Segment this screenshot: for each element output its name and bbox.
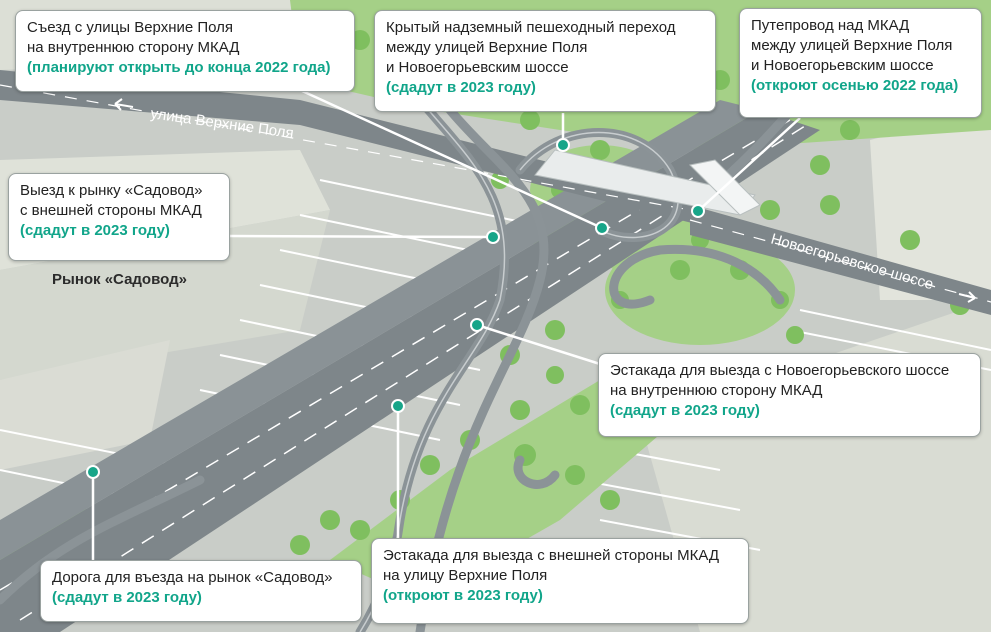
callout-status: (откроют в 2023 году)	[383, 587, 543, 604]
callout-novoegor-flyover: Эстакада для выезда с Новоегорьевского ш…	[598, 353, 981, 437]
callout-verkhnie-exit: Съезд с улицы Верхние Поля на внутреннюю…	[15, 10, 355, 92]
callout-status: (сдадут в 2023 году)	[20, 222, 170, 239]
callout-title-line: Путепровод над МКАД	[751, 17, 910, 34]
markers	[86, 138, 705, 479]
building-east	[870, 110, 991, 300]
callout-status: (откроют осенью 2022 года)	[751, 77, 959, 94]
leader-lines	[91, 88, 801, 560]
callout-title-line: Выезд к рынку «Садовод»	[20, 182, 203, 199]
callout-sadovod-road: Дорога для въезда на рынок «Садовод» (сд…	[40, 560, 362, 622]
teal-circle-marker	[391, 399, 405, 413]
arrow-icon	[114, 98, 134, 111]
callout-status: (сдадут в 2023 году)	[610, 402, 760, 419]
callout-title-line: Эстакада для выезда с внешней стороны МК…	[383, 547, 720, 564]
callout-title-line: Съезд с улицы Верхние Поля	[27, 19, 234, 36]
callout-title-line: и Новоегорьевским шоссе	[751, 57, 934, 74]
callout-status: (сдадут в 2023 году)	[52, 589, 202, 606]
callout-pedestrian-crossing: Крытый надземный пешеходный переход межд…	[374, 10, 716, 112]
callout-title-line: на внутреннюю сторону МКАД	[610, 382, 823, 399]
callout-title-line: Дорога для въезда на рынок «Садовод»	[52, 569, 333, 586]
callout-outer-flyover: Эстакада для выезда с внешней стороны МК…	[371, 538, 749, 624]
callout-title-line: Эстакада для выезда с Новоегорьевского ш…	[610, 362, 950, 379]
callout-title-line: на улицу Верхние Поля	[383, 567, 548, 584]
teal-circle-marker	[86, 465, 100, 479]
callout-status: (сдадут в 2023 году)	[386, 79, 536, 96]
teal-circle-marker	[486, 230, 500, 244]
callout-title-line: на внутреннюю сторону МКАД	[27, 39, 240, 56]
arrow-icon	[958, 291, 976, 303]
teal-circle-marker	[556, 138, 570, 152]
callout-sadovod-exit: Выезд к рынку «Садовод» с внешней сторон…	[8, 173, 230, 261]
callout-overpass: Путепровод над МКАД между улицей Верхние…	[739, 8, 982, 118]
callout-title-line: между улицей Верхние Поля	[751, 37, 953, 54]
teal-circle-marker	[595, 221, 609, 235]
market-label: Рынок «Садовод»	[52, 271, 187, 288]
callout-status: (планируют открыть до конца 2022 года)	[27, 59, 331, 76]
callout-title-line: между улицей Верхние Поля	[386, 39, 588, 56]
callout-title-line: с внешней стороны МКАД	[20, 202, 202, 219]
callout-title-line: и Новоегорьевским шоссе	[386, 59, 569, 76]
teal-circle-marker	[470, 318, 484, 332]
callout-title-line: Крытый надземный пешеходный переход	[386, 19, 676, 36]
teal-circle-marker	[691, 204, 705, 218]
